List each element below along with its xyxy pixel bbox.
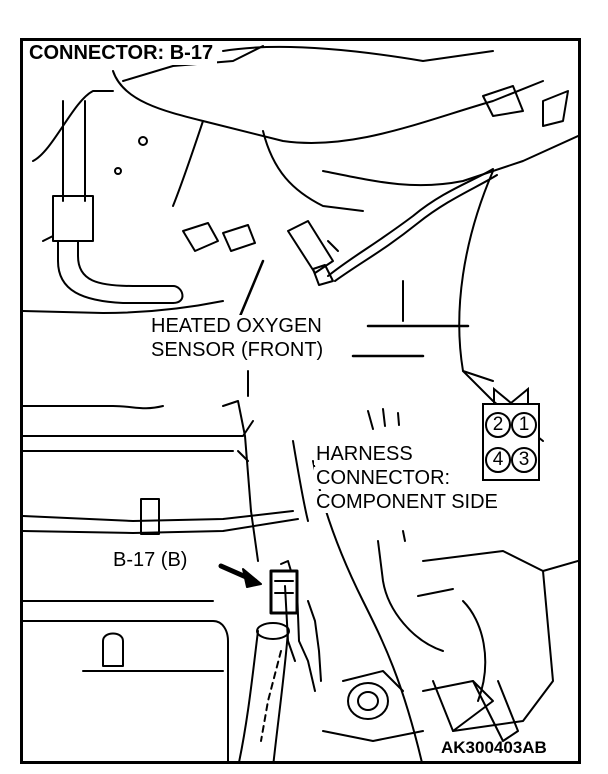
sensor-label-line1: HEATED OXYGEN xyxy=(149,315,324,337)
figure-code: AK300403AB xyxy=(441,738,547,757)
harness-label-line1: HARNESS xyxy=(314,443,415,465)
connector-label: B-17 (B) xyxy=(111,549,190,571)
connector-face: 2 1 4 3 xyxy=(480,385,542,485)
diagram-frame: CONNECTOR: B-17 HEATED OXYGEN SENSOR (FR… xyxy=(20,38,581,764)
sensor-label-line2: SENSOR (FRONT) xyxy=(149,339,326,361)
diagram-title: CONNECTOR: B-17 xyxy=(27,41,218,65)
engine-illustration xyxy=(23,45,578,761)
harness-label-line3: COMPONENT SIDE xyxy=(314,491,500,513)
connector-pin: 2 xyxy=(485,412,511,438)
connector-pin: 4 xyxy=(485,447,511,473)
harness-label-line2: CONNECTOR: xyxy=(314,467,453,489)
connector-pin: 3 xyxy=(511,447,537,473)
connector-pin: 1 xyxy=(511,412,537,438)
